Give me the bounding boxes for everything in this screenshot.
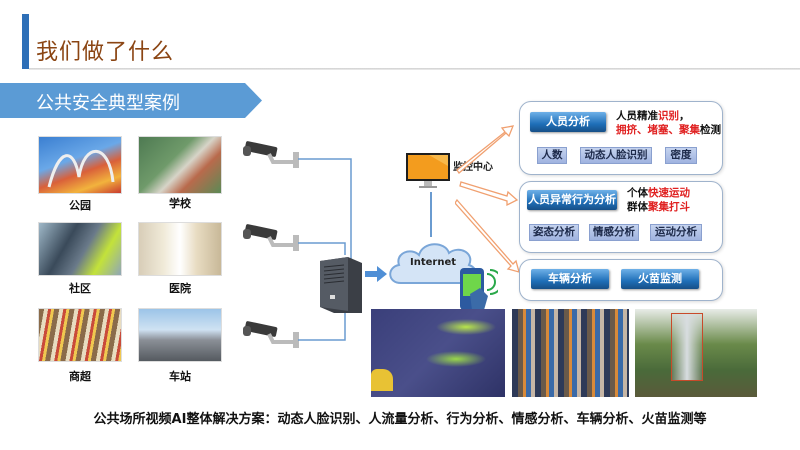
tag-people-count[interactable]: 人数 xyxy=(537,147,567,164)
note-text: ， xyxy=(679,110,690,122)
note-text: 检测 xyxy=(700,124,721,136)
analysis-arrows xyxy=(455,125,520,273)
camera-connection-lines xyxy=(298,158,352,341)
page-title: 我们做了什么 xyxy=(36,40,175,65)
venue-label-community: 社区 xyxy=(69,282,91,295)
note-text: 个体 xyxy=(627,187,648,199)
vehicle-analysis-button[interactable]: 车辆分析 xyxy=(531,269,609,289)
fire-detection-image xyxy=(635,309,757,397)
venue-photo-park xyxy=(38,136,122,194)
venue-label-park: 公园 xyxy=(69,199,91,212)
tag-posture-analysis[interactable]: 姿态分析 xyxy=(529,224,579,241)
note-highlight: 拥挤、堵塞、聚集 xyxy=(616,124,700,136)
person-analysis-note: 人员精准识别， 拥挤、堵塞、聚集检测 xyxy=(616,109,721,137)
arrow-right-icon xyxy=(365,266,387,282)
fire-monitoring-button[interactable]: 火苗监测 xyxy=(621,269,699,289)
camera-icon xyxy=(243,141,299,168)
venue-photo-supermarket xyxy=(38,308,122,362)
monitor-center-label: 监控中心 xyxy=(453,162,493,173)
camera-icon xyxy=(243,224,299,251)
camera-icon xyxy=(243,321,299,348)
tag-emotion-analysis[interactable]: 情感分析 xyxy=(589,224,639,241)
heatmap-analysis-image xyxy=(371,309,505,397)
venue-label-school: 学校 xyxy=(169,197,191,210)
note-text: 人员精准 xyxy=(616,110,658,122)
venue-label-hospital: 医院 xyxy=(169,282,191,295)
tag-face-recognition[interactable]: 动态人脸识别 xyxy=(580,147,652,164)
taxi-shape xyxy=(371,369,393,391)
title-accent-bar xyxy=(22,14,29,69)
note-text: 群体 xyxy=(627,201,648,213)
venue-photo-school xyxy=(138,136,222,194)
venue-photo-hospital xyxy=(138,222,222,276)
behavior-analysis-note: 个体快速运动 群体聚集打斗 xyxy=(627,186,690,214)
monitor-icon xyxy=(406,153,450,188)
behavior-analysis-button[interactable]: 人员异常行为分析 xyxy=(527,190,617,210)
detection-box xyxy=(671,313,703,381)
note-highlight: 识别 xyxy=(658,110,679,122)
venue-photo-community xyxy=(38,222,122,276)
solution-summary: 公共场所视频AI整体解决方案：动态人脸识别、人流量分析、行为分析、情感分析、车辆… xyxy=(93,412,707,427)
venue-label-station: 车站 xyxy=(169,370,191,383)
note-highlight: 快速运动 xyxy=(648,187,690,199)
title-divider xyxy=(29,68,800,70)
crowd-analysis-image xyxy=(512,309,629,397)
person-analysis-button[interactable]: 人员分析 xyxy=(530,112,606,132)
section-title: 公共安全典型案例 xyxy=(36,93,180,114)
tag-motion-analysis[interactable]: 运动分析 xyxy=(650,224,702,241)
server-icon xyxy=(320,257,362,313)
venue-label-supermarket: 商超 xyxy=(69,370,91,383)
note-highlight: 聚集打斗 xyxy=(648,201,690,213)
monitor-cloud-line xyxy=(430,192,432,237)
tag-density[interactable]: 密度 xyxy=(665,147,697,164)
section-banner xyxy=(0,83,262,118)
mobile-phone-icon xyxy=(460,268,498,310)
venue-photo-station xyxy=(138,308,222,362)
internet-label: Internet xyxy=(409,257,456,268)
